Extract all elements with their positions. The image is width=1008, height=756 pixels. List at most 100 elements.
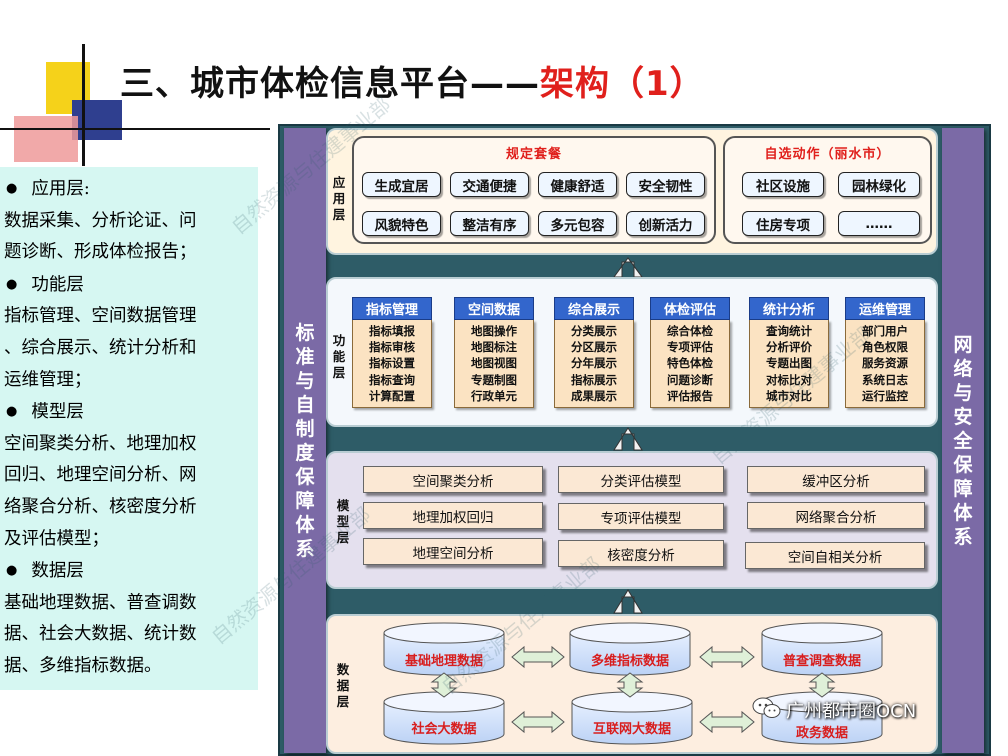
label-char: 层: [332, 207, 346, 222]
data-layer-desc-2: 据、社会大数据、统计数: [4, 624, 197, 645]
function-layer-label: 功 能 层: [331, 333, 347, 381]
sidebar-char: 准: [295, 345, 315, 368]
label-char: 型: [336, 514, 350, 529]
sidebar-char: 标: [295, 321, 315, 344]
module-item: 查询统计: [766, 324, 812, 338]
module-item: 地图操作: [471, 324, 517, 338]
model-box: 地理加权回归: [363, 502, 543, 529]
indicator-pill: 整洁有序: [450, 211, 529, 236]
module-item: 指标填报: [369, 324, 415, 338]
application-layer-label: 应 用 层: [331, 175, 347, 223]
data-layer-label: 数 据 层: [335, 662, 351, 710]
sidebar-char: 全: [953, 429, 973, 452]
module-item: 专题出图: [766, 356, 812, 371]
module-item: 行政单元: [471, 388, 517, 403]
indicator-pill: ……: [838, 211, 920, 236]
decor-blue-square: [72, 100, 122, 140]
module-item: 分年展示: [571, 356, 617, 371]
brand-label: 广州都市圈OCN: [786, 701, 917, 722]
module-title: 指标管理: [352, 297, 432, 320]
module-item: 专项评估: [667, 340, 713, 355]
database-label: 基础地理数据: [404, 654, 483, 669]
indicator-pill: 风貌特色: [362, 211, 441, 236]
optional-action-title: 自选动作（丽水市）: [764, 147, 891, 162]
module-item: 问题诊断: [667, 372, 713, 387]
module-item: 对标比对: [766, 372, 812, 387]
module-items: 查询统计 分析评价 专题出图 对标比对 城市对比: [749, 320, 829, 408]
module-statistical-analysis: 统计分析 查询统计 分析评价 专题出图 对标比对 城市对比: [749, 297, 829, 408]
model-layer-desc-3: 络聚合分析、核密度分析: [4, 496, 197, 517]
module-item: 成果展示: [571, 388, 617, 403]
label-char: 用: [332, 191, 346, 206]
module-title: 综合展示: [554, 297, 634, 320]
title-highlight: 架构（1）: [540, 64, 705, 104]
model-layer-label: 模 型 层: [335, 498, 351, 546]
page-title: 三、城市体检信息平台——架构（1）: [120, 56, 705, 105]
app-layer-desc-1: 数据采集、分析论证、问: [4, 210, 197, 231]
sidebar-char: 制: [295, 417, 315, 440]
label-char: 应: [332, 175, 346, 190]
module-title: 统计分析: [749, 297, 829, 320]
label-char: 功: [332, 333, 346, 348]
module-operations-management: 运维管理 部门用户 角色权限 服务资源 系统日志 运行监控: [845, 297, 925, 408]
sidebar-char: 络: [953, 357, 973, 380]
indicator-pill: 社区设施: [742, 172, 824, 197]
model-box: 网络聚合分析: [747, 502, 925, 529]
module-title: 空间数据: [454, 297, 534, 320]
database-label: 社会大数据: [411, 722, 477, 737]
model-layer-desc-4: 及评估模型；: [4, 528, 109, 549]
module-item: 分析评价: [766, 340, 812, 355]
sidebar-char: 障: [295, 489, 315, 512]
model-box: 空间聚类分析: [363, 466, 543, 493]
indicator-pill: 园林绿化: [838, 172, 920, 197]
database-label: 普查调查数据: [782, 654, 861, 669]
decor-horizontal-line: [0, 128, 270, 130]
app-layer-desc-2: 题诊断、形成体检报告；: [4, 242, 197, 263]
func-layer-desc-3: 运维管理；: [4, 369, 92, 390]
sidebar-char: 自: [295, 393, 315, 416]
model-box: 核密度分析: [558, 540, 724, 567]
module-item: 系统日志: [862, 372, 908, 387]
module-item: 指标设置: [369, 356, 415, 371]
sidebar-char: 与: [295, 369, 315, 392]
module-item: 评估报告: [667, 388, 713, 403]
network-security-sidebar: 网 络 与 安 全 保 障 体 系: [942, 128, 984, 753]
module-item: 城市对比: [766, 388, 812, 403]
data-layer-desc-3: 据、多维指标数据。: [4, 655, 162, 676]
label-char: 层: [332, 365, 346, 380]
sidebar-char: 安: [953, 405, 973, 428]
model-layer-desc-2: 回归、地理空间分析、网: [4, 465, 197, 486]
module-comprehensive-display: 综合展示 分类展示 分区展示 分年展示 指标展示 成果展示: [554, 297, 634, 408]
indicator-pill: 安全韧性: [626, 172, 705, 197]
sidebar-char: 保: [295, 465, 315, 488]
module-item: 运行监控: [862, 388, 908, 403]
label-char: 据: [336, 678, 350, 693]
database-label: 多维指标数据: [590, 654, 669, 669]
module-item: 指标展示: [571, 372, 617, 387]
module-item: 地图标注: [471, 340, 517, 355]
func-layer-desc-1: 指标管理、空间数据管理: [4, 306, 197, 327]
module-items: 分类展示 分区展示 分年展示 指标展示 成果展示: [554, 320, 634, 408]
sidebar-char: 度: [295, 441, 315, 464]
indicator-pill: 健康舒适: [538, 172, 617, 197]
wechat-icon: [752, 696, 782, 720]
indicator-pill: 生成宜居: [362, 172, 441, 197]
label-char: 层: [336, 694, 350, 709]
model-box: 分类评估模型: [558, 466, 724, 493]
sidebar-char: 与: [953, 381, 973, 404]
sidebar-char: 保: [953, 453, 973, 476]
module-title: 运维管理: [845, 297, 925, 320]
module-item: 计算配置: [369, 388, 415, 403]
database-label: 互联网大数据: [592, 722, 671, 737]
fixed-package-title: 规定套餐: [505, 147, 562, 162]
module-item: 部门用户: [862, 324, 908, 338]
model-box: 空间自相关分析: [745, 542, 925, 569]
database-label: 政务数据: [795, 726, 848, 741]
model-box: 地理空间分析: [363, 538, 543, 565]
module-item: 指标审核: [369, 340, 415, 355]
standards-system-sidebar: 标 准 与 自 制 度 保 障 体 系: [284, 128, 326, 753]
module-item: 角色权限: [862, 340, 908, 355]
indicator-pill: 住房专项: [742, 211, 824, 236]
func-layer-desc-2: 、综合展示、统计分析和: [4, 337, 197, 358]
label-char: 模: [336, 498, 350, 513]
